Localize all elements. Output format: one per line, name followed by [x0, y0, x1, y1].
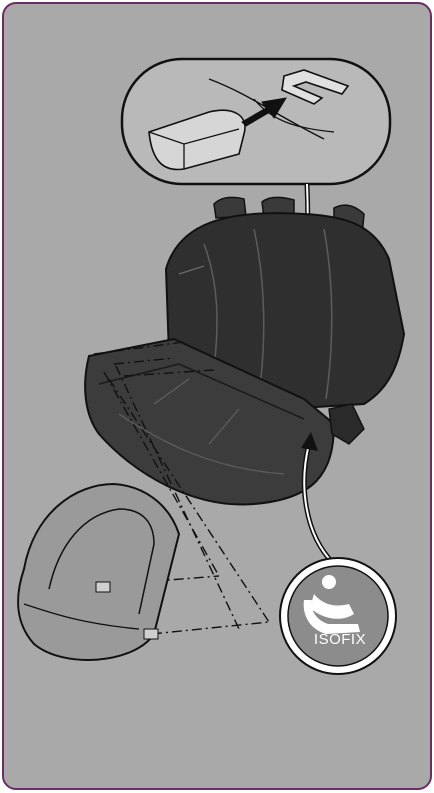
- isofix-label: ISOFIX: [294, 631, 386, 648]
- isofix-badge: [280, 558, 396, 674]
- child-seat: [18, 484, 179, 660]
- rear-seat: [85, 197, 404, 504]
- anchor-detail-callout: [122, 59, 390, 184]
- illustration-svg: [4, 4, 432, 790]
